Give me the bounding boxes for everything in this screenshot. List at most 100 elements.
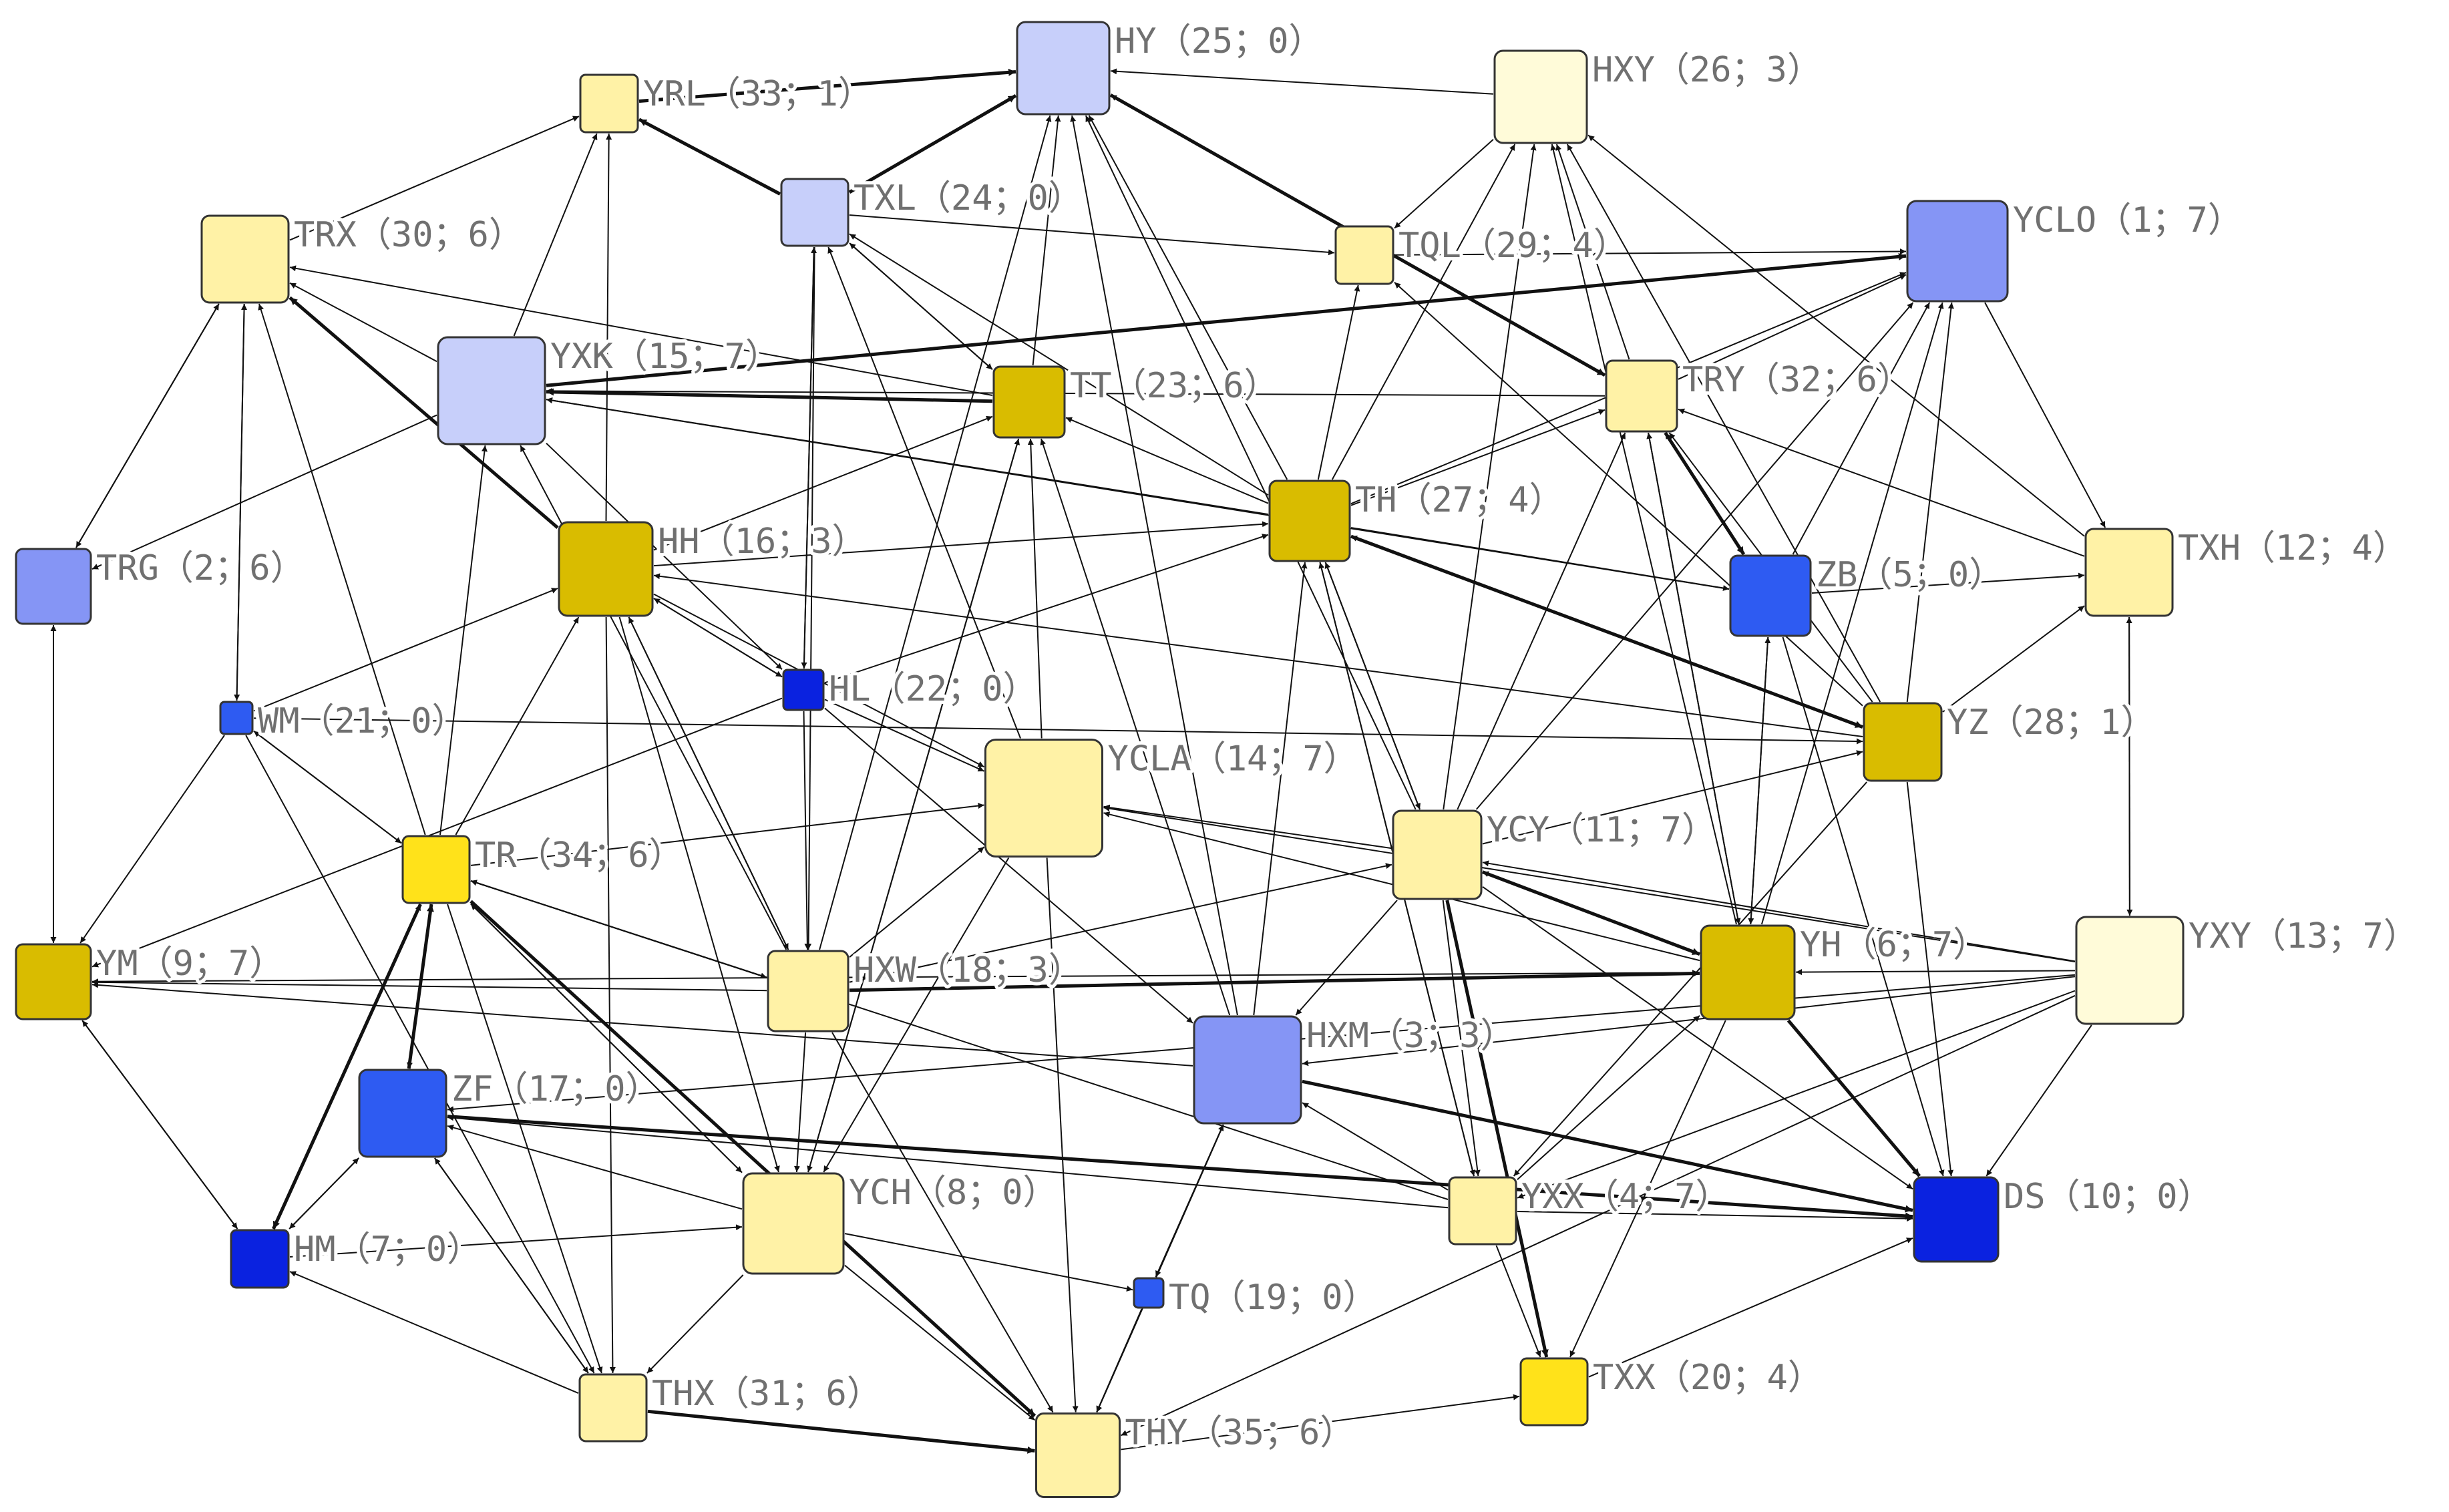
node-hxy[interactable]: HXY（26；3）HXY（26；3） [1493,47,1825,144]
node-ym[interactable]: YM（9；7）YM（9；7） [15,940,287,1020]
node-label-txh: TXH（12；4） [2178,528,2408,568]
node-label-halo: TH（27；4） [1355,480,1564,520]
node-tr[interactable]: TR（34；6）TR（34；6） [401,832,687,904]
node-box-txh[interactable] [2084,528,2174,617]
edge-try-yxk [546,387,1606,397]
node-label-hy: HY（25；0） [1115,21,1324,61]
node-box-trg[interactable] [15,548,92,625]
node-box-ds[interactable] [1913,1176,2000,1263]
node-yz[interactable]: YZ（28；1）YZ（28；1） [1863,699,2159,782]
node-box-yclo[interactable] [1906,200,2009,303]
node-box-yrl[interactable] [579,73,639,134]
node-label-txl: TXL（24；0） [854,178,1083,218]
node-box-hl[interactable] [782,669,825,711]
node-box-hxw[interactable] [767,950,850,1032]
node-yxk[interactable]: YXK（15；7）YXK（15；7） [437,333,783,445]
node-ds[interactable]: DS（10；0）DS（10；0） [1913,1173,2216,1263]
edge-wm-yz [253,717,1863,745]
node-wm[interactable]: WM（21；0）WM（21；0） [219,698,470,745]
node-txh[interactable]: TXH（12；4）TXH（12；4） [2084,525,2411,617]
node-label-halo: HXY（26；3） [1592,50,1822,90]
node-label-halo: TRG（2；6） [96,548,305,588]
node-box-thx[interactable] [578,1373,648,1443]
node-hxw[interactable]: HXW（18；3）HXW（18；3） [767,947,1087,1032]
edge-tr-yxk [439,445,488,835]
edge-th-hxy [1331,144,1516,480]
node-box-hxm[interactable] [1193,1015,1302,1125]
node-box-tql[interactable] [1334,225,1394,285]
edge-wm-tr [253,730,402,844]
node-box-th[interactable] [1268,480,1351,562]
node-box-hxy[interactable] [1493,49,1588,144]
edge-hl-hxw [803,711,811,950]
edge-ycy-yxx [1442,900,1481,1177]
edge-zb-ds [1782,636,1945,1177]
node-box-hy[interactable] [1016,21,1111,116]
node-label-yxk: YXK（15；7） [550,337,780,377]
node-box-txl[interactable] [780,178,850,247]
node-tq[interactable]: TQ（19；0）TQ（19；0） [1133,1274,1381,1321]
node-hh[interactable]: HH（16；3）HH（16；3） [558,518,870,617]
node-ych[interactable]: YCH（8；0）YCH（8；0） [742,1169,1061,1275]
node-label-halo: TR（34；6） [475,835,684,876]
edge-txl-hxw [805,246,815,950]
node-label-halo: DS（10；0） [2004,1177,2213,1217]
node-hm[interactable]: HM（7；0）HM（7；0） [230,1226,485,1289]
edge-tr-thx [447,904,603,1374]
node-box-ycla[interactable] [984,739,1103,858]
node-box-yh[interactable] [1700,924,1796,1020]
node-box-yxk[interactable] [437,336,546,445]
node-box-trx[interactable] [200,214,290,304]
node-box-tt[interactable] [992,365,1066,439]
node-trg[interactable]: TRG（2；6）TRG（2；6） [15,545,309,625]
node-label-halo: YCH（8；0） [849,1173,1058,1213]
node-box-tr[interactable] [401,835,471,904]
node-ycla[interactable]: YCLA（14；7）YCLA（14；7） [984,736,1362,858]
node-txl[interactable]: TXL（24；0）TXL（24；0） [780,175,1087,247]
node-hy[interactable]: HY（25；0）HY（25；0） [1016,18,1327,116]
node-box-ych[interactable] [742,1172,845,1275]
node-yh[interactable]: YH（6；7）YH（6；7） [1700,922,1991,1020]
edge-tr-hh [455,616,580,835]
node-box-yz[interactable] [1863,702,1943,782]
node-label-yxy: YXY（13；7） [2189,916,2418,956]
node-hl[interactable]: HL（22；0）HL（22；0） [782,666,1041,713]
node-try[interactable]: TRY（32；6）TRY（32；6） [1605,357,1915,433]
edge-hxw-ycla [849,846,985,958]
node-th[interactable]: TH（27；4）TH（27；4） [1268,477,1567,562]
node-yxx[interactable]: YXX（4；7）YXX（4；7） [1448,1173,1734,1246]
node-box-ycy[interactable] [1392,809,1483,900]
node-tt[interactable]: TT（23；6）TT（23；6） [992,363,1282,439]
node-box-zf[interactable] [358,1069,447,1158]
node-box-hh[interactable] [558,521,654,617]
node-yclo[interactable]: YCLO（1；7）YCLO（1；7） [1906,197,2246,303]
node-ycy[interactable]: YCY（11；7）YCY（11；7） [1392,807,1720,900]
edge-hh-hl [653,598,783,678]
node-label-halo: TRY（32；6） [1682,360,1912,400]
node-thx[interactable]: THX（31；6）THX（31；6） [578,1370,885,1443]
node-zf[interactable]: ZF（17；0）ZF（17；0） [358,1066,664,1158]
edge-txl-tt [849,242,993,371]
node-label-halo: HH（16；3） [658,522,867,562]
node-box-hm[interactable] [230,1229,290,1289]
node-txx[interactable]: TXX（20；4）TXX（20；4） [1519,1354,1826,1427]
node-label-halo: HXM（3；3） [1306,1016,1515,1056]
node-trx[interactable]: TRX（30；6）TRX（30；6） [200,212,527,304]
node-thy[interactable]: THY（35；6）THY（35；6） [1035,1410,1358,1498]
node-box-wm[interactable] [219,701,254,735]
node-box-zb[interactable] [1729,554,1812,637]
edge-try-yh [1648,432,1741,925]
node-tql[interactable]: TQL（29；4）TQL（29；4） [1334,222,1632,285]
node-hxm[interactable]: HXM（3；3）HXM（3；3） [1193,1012,1519,1125]
node-box-yxx[interactable] [1448,1176,1517,1246]
node-box-tq[interactable] [1133,1277,1165,1309]
node-box-try[interactable] [1605,359,1678,433]
node-box-txx[interactable] [1519,1357,1589,1427]
node-box-ym[interactable] [15,943,92,1020]
node-yxy[interactable]: YXY（13；7）YXY（13；7） [2075,913,2422,1025]
node-yrl[interactable]: YRL（33；1）YRL（33；1） [579,71,876,134]
node-box-yxy[interactable] [2075,916,2185,1025]
edge-yxy-thy [1121,994,2076,1437]
node-box-thy[interactable] [1035,1412,1121,1498]
node-zb[interactable]: ZB（5；0）ZB（5；0） [1729,552,2007,637]
